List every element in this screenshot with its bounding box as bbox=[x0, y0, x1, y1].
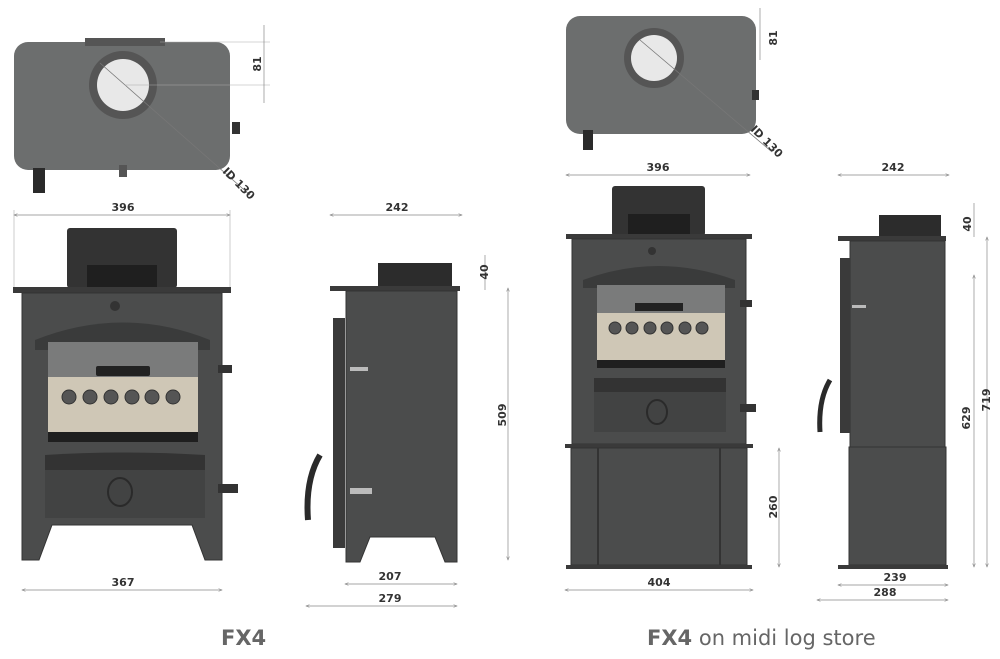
flue-pipe bbox=[628, 214, 690, 236]
logstore-side-view: 242 40 629 719 239 288 bbox=[817, 161, 993, 600]
top-plate bbox=[330, 286, 460, 291]
dim-overall-depth: 279 bbox=[379, 592, 402, 605]
dim-base-width: 367 bbox=[112, 576, 135, 589]
fx4-front-view: 396 367 bbox=[13, 201, 238, 590]
dim-body-height: 509 bbox=[496, 404, 509, 427]
ash-spinner-icon bbox=[646, 399, 668, 425]
log-store bbox=[570, 447, 748, 566]
top-plate bbox=[566, 234, 752, 239]
top-plate bbox=[13, 287, 231, 293]
flue-pipe bbox=[378, 263, 452, 287]
caption-fx4-log-store: FX4 on midi log store bbox=[647, 626, 876, 650]
handle-knob bbox=[752, 90, 759, 100]
side-handle-icon bbox=[304, 453, 323, 521]
door-latch-icon bbox=[740, 404, 756, 412]
vent-circle bbox=[695, 321, 709, 335]
top-tab bbox=[119, 165, 127, 177]
side-body bbox=[849, 240, 946, 448]
flue-id-leader bbox=[639, 39, 773, 153]
dim-flue-height: 40 bbox=[961, 216, 974, 232]
air-control-rod bbox=[33, 168, 45, 193]
logstore-top-view: 81 ID 130 bbox=[566, 8, 786, 161]
vent-circle bbox=[82, 389, 98, 405]
vent-circle bbox=[103, 389, 119, 405]
dim-flue-offset: 81 bbox=[251, 56, 264, 71]
hinge-pin bbox=[350, 367, 368, 371]
side-body bbox=[345, 290, 458, 563]
top-plate bbox=[838, 236, 946, 241]
side-handle-icon bbox=[817, 378, 833, 433]
store-base bbox=[838, 565, 948, 569]
fx4-top-view: 81 ID 130 bbox=[14, 25, 270, 203]
vent-circle bbox=[660, 321, 674, 335]
door-handle-icon bbox=[218, 365, 232, 373]
ash-door-lip bbox=[594, 378, 726, 392]
air-vents bbox=[608, 321, 709, 335]
air-control-rod bbox=[583, 130, 593, 150]
baffle-slot bbox=[96, 366, 150, 376]
flue-pipe bbox=[87, 265, 157, 287]
dim-base-depth: 239 bbox=[884, 571, 907, 584]
dim-side-top-width: 242 bbox=[386, 201, 409, 214]
ash-spinner-icon bbox=[107, 477, 133, 507]
dim-store-height: 260 bbox=[767, 495, 780, 518]
store-top-rim bbox=[565, 444, 753, 448]
vent-circle bbox=[61, 389, 77, 405]
dim-top-width: 396 bbox=[647, 161, 670, 174]
dim-base-width: 404 bbox=[648, 576, 671, 589]
grate-bar bbox=[48, 432, 198, 442]
door-arch bbox=[583, 266, 735, 288]
air-knob bbox=[648, 247, 656, 255]
logstore-front-view: 396 260 404 bbox=[565, 161, 780, 590]
grate-bar bbox=[597, 360, 725, 368]
handle-knob bbox=[232, 122, 240, 134]
hinge-pin bbox=[350, 488, 372, 494]
dim-side-top-width: 242 bbox=[882, 161, 905, 174]
vent-circle bbox=[678, 321, 692, 335]
caption-logstore-model: FX4 bbox=[647, 626, 693, 650]
baffle-slot bbox=[635, 303, 683, 311]
log-store-side bbox=[848, 446, 947, 566]
caption-logstore-desc: on midi log store bbox=[698, 626, 876, 650]
fire-brick-panel bbox=[597, 313, 725, 360]
vent-circle bbox=[625, 321, 639, 335]
vent-circle bbox=[608, 321, 622, 335]
flue-pipe bbox=[879, 215, 941, 237]
caption-fx4: FX4 bbox=[221, 626, 266, 650]
air-knob bbox=[110, 301, 120, 311]
dim-stove-height: 629 bbox=[960, 407, 973, 430]
ash-door bbox=[594, 392, 726, 432]
dim-overall-height: 719 bbox=[980, 389, 993, 412]
dim-base-depth: 207 bbox=[379, 570, 402, 583]
dim-flue-id: ID 130 bbox=[220, 165, 258, 203]
hinge-pin bbox=[852, 305, 866, 308]
door-profile bbox=[840, 258, 850, 433]
vent-circle bbox=[165, 389, 181, 405]
caption-fx4-model: FX4 bbox=[221, 626, 267, 650]
door-handle-icon bbox=[740, 300, 752, 307]
vent-circle bbox=[643, 321, 657, 335]
air-vents bbox=[61, 389, 181, 405]
flue-opening bbox=[631, 35, 677, 81]
dim-flue-id: ID 130 bbox=[748, 123, 786, 161]
door-latch-icon bbox=[218, 484, 238, 493]
fx4-side-view: 242 40 509 207 279 bbox=[304, 201, 509, 606]
dim-flue-height: 40 bbox=[478, 264, 491, 280]
door-profile bbox=[333, 318, 345, 548]
vent-circle bbox=[144, 389, 160, 405]
ash-door-lip bbox=[45, 452, 205, 470]
flue-collar bbox=[85, 38, 165, 46]
dim-top-width: 396 bbox=[112, 201, 135, 214]
ash-door bbox=[45, 470, 205, 518]
dim-overall-depth: 288 bbox=[874, 586, 897, 599]
dim-flue-offset: 81 bbox=[767, 30, 780, 45]
store-base bbox=[566, 565, 752, 569]
vent-circle bbox=[124, 389, 140, 405]
fire-brick-panel bbox=[48, 377, 198, 432]
